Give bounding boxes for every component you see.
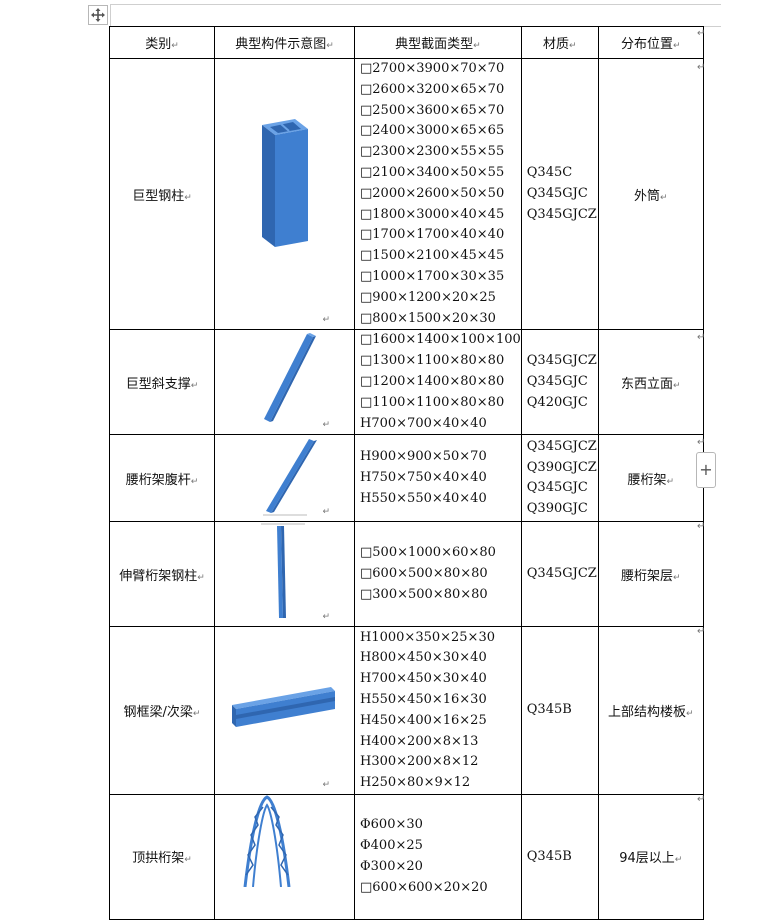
header-section: 典型截面类型↵ — [354, 26, 522, 59]
material-cell: Q345B — [520, 626, 599, 796]
arch-truss-icon — [243, 795, 291, 888]
category-cell: 伸臂桁架钢柱↵ — [109, 521, 215, 628]
position-cell: 腰桁架↵ — [597, 434, 704, 523]
category-cell: 腰桁架腹杆↵ — [109, 434, 215, 523]
section-cell: □2700×3900×70×70□2600×3200×65×70□2500×36… — [354, 57, 522, 331]
section-cell: □1600×1400×100×100□1300×1100×80×80□1200×… — [354, 329, 522, 436]
box-column-icon — [262, 119, 308, 248]
previous-paragraph-line — [110, 4, 721, 27]
table-row: 巨型斜支撑↵ ↵ □1600×1400×100×100□1300×1100×80… — [109, 329, 704, 436]
category-cell: 顶拱桁架↵ — [109, 794, 215, 920]
section-cell: □500×1000×60×80□600×500×80×80□300×500×80… — [354, 521, 522, 628]
diagonal-brace-icon — [264, 333, 316, 423]
table-move-handle[interactable] — [88, 5, 108, 25]
h-beam-icon — [232, 686, 335, 727]
row-end-mark: ↵ — [697, 28, 706, 39]
diagram-cell: ↵ — [214, 57, 355, 331]
diagram-cell: ↵ — [214, 434, 355, 523]
position-cell: 腰桁架层↵ — [597, 521, 704, 628]
outrigger-column-icon — [261, 523, 305, 619]
header-position: 分布位置↵ — [597, 26, 704, 59]
material-cell: Q345GJCZ — [520, 521, 599, 628]
row-end-mark: ↵ — [697, 794, 706, 805]
position-cell: 外筒↵ — [597, 57, 704, 331]
category-cell: 钢框梁/次梁↵ — [109, 626, 215, 796]
row-end-mark: ↵ — [697, 437, 706, 448]
row-end-mark: ↵ — [697, 332, 706, 343]
diagram-cell: ↵ — [214, 626, 355, 796]
header-diagram: 典型构件示意图↵ — [214, 26, 355, 59]
row-end-mark: ↵ — [697, 521, 706, 532]
header-material: 材质↵ — [520, 26, 599, 59]
material-cell: Q345B — [520, 794, 599, 920]
component-table: 类别↵ 典型构件示意图↵ 典型截面类型↵ 材质↵ 分布位置↵ 巨型钢柱↵ ↵ □… — [109, 26, 704, 920]
table-row: 巨型钢柱↵ ↵ □2700×3900×70×70□2600×3200×65×70… — [109, 57, 704, 331]
truss-web-member-icon — [263, 439, 317, 516]
diagram-cell — [214, 794, 355, 920]
add-row-button[interactable]: + — [696, 452, 716, 488]
category-cell: 巨型斜支撑↵ — [109, 329, 215, 436]
position-cell: 94层以上↵ — [597, 794, 704, 920]
diagram-cell: ↵ — [214, 521, 355, 628]
table-row: 伸臂桁架钢柱↵ ↵ □500×1000×60×80□600×500×80×80□… — [109, 521, 704, 628]
diagram-cell: ↵ — [214, 329, 355, 436]
row-end-mark: ↵ — [697, 626, 706, 637]
header-category: 类别↵ — [109, 26, 215, 59]
header-row: 类别↵ 典型构件示意图↵ 典型截面类型↵ 材质↵ 分布位置↵ — [109, 26, 704, 59]
move-arrows-icon — [91, 8, 105, 22]
position-cell: 东西立面↵ — [597, 329, 704, 436]
position-cell: 上部结构楼板↵ — [597, 626, 704, 796]
row-end-mark: ↵ — [697, 62, 706, 73]
category-cell: 巨型钢柱↵ — [109, 57, 215, 331]
